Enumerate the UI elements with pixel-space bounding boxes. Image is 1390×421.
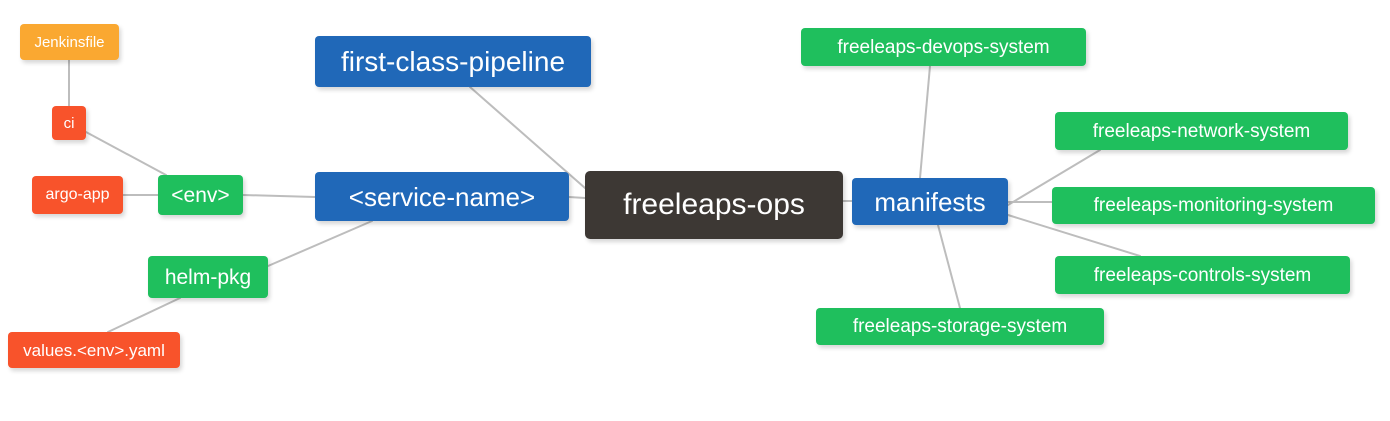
node-manifests-label: manifests bbox=[874, 186, 986, 217]
node-root-label: freeleaps-ops bbox=[623, 188, 805, 221]
node-env-label: <env> bbox=[171, 183, 230, 207]
node-freeleaps-storage-system[interactable]: freeleaps-storage-system bbox=[816, 308, 1104, 345]
node-jenkinsfile[interactable]: Jenkinsfile bbox=[20, 24, 119, 60]
edge-service_name-to-helm_pkg bbox=[267, 220, 373, 267]
node-jenkinsfile-label: Jenkinsfile bbox=[34, 33, 105, 51]
node-values-yaml[interactable]: values.<env>.yaml bbox=[8, 332, 180, 368]
node-freeleaps-storage-system-label: freeleaps-storage-system bbox=[852, 316, 1068, 337]
node-freeleaps-devops-system[interactable]: freeleaps-devops-system bbox=[801, 28, 1086, 66]
node-env[interactable]: <env> bbox=[158, 175, 243, 215]
node-manifests[interactable]: manifests bbox=[852, 178, 1008, 225]
node-freeleaps-monitoring-system[interactable]: freeleaps-monitoring-system bbox=[1052, 187, 1375, 224]
edge-env-to-ci bbox=[85, 131, 167, 176]
node-freeleaps-controls-system-label: freeleaps-controls-system bbox=[1093, 264, 1312, 286]
edge-manifests-to-storage_system bbox=[937, 224, 961, 309]
node-freeleaps-devops-system-label: freeleaps-devops-system bbox=[837, 36, 1050, 58]
node-argo-app-label: argo-app bbox=[45, 186, 110, 203]
node-freeleaps-monitoring-system-label: freeleaps-monitoring-system bbox=[1093, 195, 1334, 216]
edge-helm_pkg-to-values_yaml bbox=[107, 297, 181, 333]
edge-root-to-service_name bbox=[568, 196, 586, 199]
node-freeleaps-network-system-label: freeleaps-network-system bbox=[1092, 120, 1311, 142]
node-first-class-pipeline-label: first-class-pipeline bbox=[340, 45, 566, 77]
edge-service_name-to-env bbox=[242, 194, 316, 198]
node-freeleaps-controls-system[interactable]: freeleaps-controls-system bbox=[1055, 256, 1350, 294]
node-helm-pkg[interactable]: helm-pkg bbox=[148, 256, 268, 298]
node-values-yaml-label: values.<env>.yaml bbox=[23, 340, 165, 360]
node-root-freeleaps-ops[interactable]: freeleaps-ops bbox=[585, 171, 843, 239]
edge-manifests-to-devops_system bbox=[919, 65, 931, 179]
node-ci[interactable]: ci bbox=[52, 106, 86, 140]
node-freeleaps-network-system[interactable]: freeleaps-network-system bbox=[1055, 112, 1348, 150]
node-service-name[interactable]: <service-name> bbox=[315, 172, 569, 221]
node-ci-label: ci bbox=[63, 114, 75, 132]
node-argo-app[interactable]: argo-app bbox=[32, 176, 123, 214]
node-helm-pkg-label: helm-pkg bbox=[164, 265, 252, 289]
node-first-class-pipeline[interactable]: first-class-pipeline bbox=[315, 36, 591, 87]
node-service-name-label: <service-name> bbox=[348, 181, 536, 212]
